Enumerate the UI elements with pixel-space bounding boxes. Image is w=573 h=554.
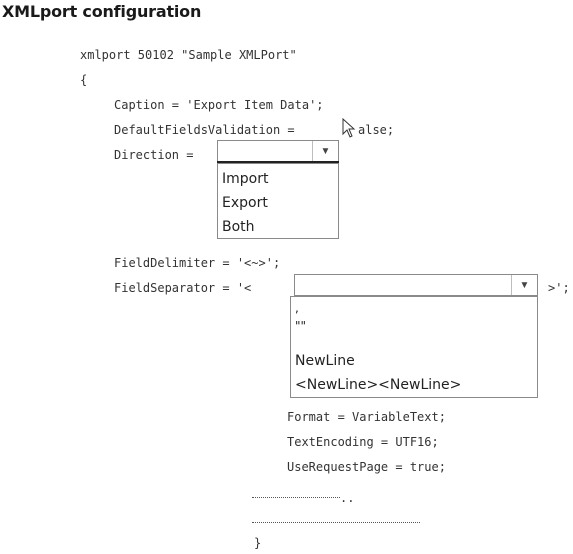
chevron-down-icon[interactable]: ▼ bbox=[312, 141, 338, 161]
direction-option-export[interactable]: Export bbox=[222, 195, 268, 211]
default-fields-validation-prefix: DefaultFieldsValidation = bbox=[114, 123, 302, 137]
direction-option-both[interactable]: Both bbox=[222, 219, 255, 235]
separator-options-list: , "" NewLine <NewLine><NewLine> bbox=[290, 296, 538, 398]
mouse-pointer-icon bbox=[342, 118, 356, 138]
text-encoding-line: TextEncoding = UTF16; bbox=[287, 435, 439, 449]
use-request-page-line: UseRequestPage = true; bbox=[287, 460, 446, 474]
separator-option-newline[interactable]: NewLine bbox=[295, 353, 355, 369]
xmlport-header: xmlport 50102 "Sample XMLPort" bbox=[80, 48, 297, 62]
direction-dropdown-underline bbox=[217, 161, 339, 163]
open-brace: { bbox=[80, 73, 88, 87]
chevron-down-icon[interactable]: ▼ bbox=[511, 275, 537, 295]
direction-options-list: Import Export Both bbox=[217, 163, 339, 239]
separator-option-quotes[interactable]: "" bbox=[295, 319, 307, 333]
format-line: Format = VariableText; bbox=[287, 410, 446, 424]
field-separator-suffix: >'; bbox=[548, 281, 570, 295]
page-title: XMLport configuration bbox=[2, 2, 202, 21]
placeholder-dots: .. bbox=[340, 491, 355, 505]
field-separator-prefix: FieldSeparator = '< bbox=[114, 281, 252, 295]
separator-option-double-newline[interactable]: <NewLine><NewLine> bbox=[295, 377, 462, 393]
close-brace: } bbox=[254, 536, 262, 550]
placeholder-rule-1 bbox=[252, 497, 340, 498]
separator-option-comma[interactable]: , bbox=[295, 301, 299, 315]
separator-dropdown[interactable]: ▼ bbox=[294, 274, 538, 296]
caption-line: Caption = 'Export Item Data'; bbox=[114, 98, 324, 112]
field-delimiter-line: FieldDelimiter = '<~>'; bbox=[114, 256, 281, 270]
direction-dropdown[interactable]: ▼ bbox=[217, 140, 339, 162]
direction-prefix: Direction = bbox=[114, 148, 201, 162]
direction-option-import[interactable]: Import bbox=[222, 171, 269, 187]
separator-option-blank[interactable] bbox=[295, 335, 533, 349]
placeholder-rule-2 bbox=[252, 522, 420, 523]
default-fields-validation-suffix: alse; bbox=[358, 123, 395, 137]
